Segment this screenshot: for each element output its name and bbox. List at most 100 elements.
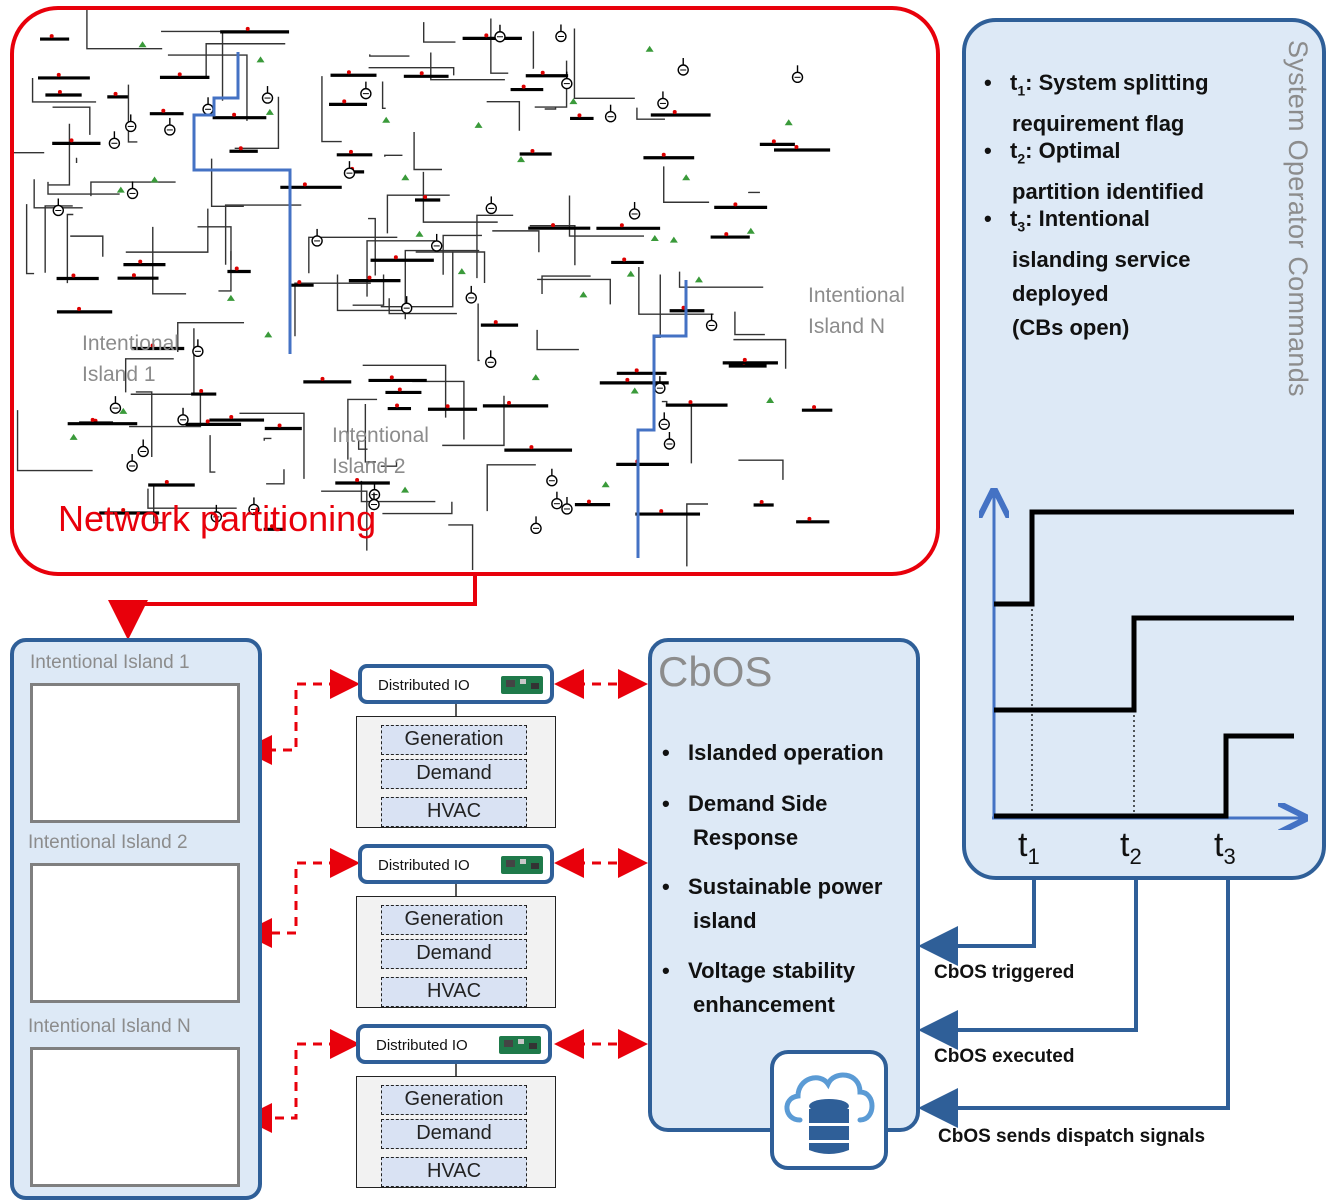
network-line [90, 181, 176, 197]
breaker-marker [794, 145, 799, 150]
network-line [386, 194, 450, 234]
cloud-database-box [770, 1050, 888, 1170]
network-line [748, 191, 760, 194]
breaker-marker [113, 91, 118, 96]
network-line [529, 225, 576, 266]
circuit-board-icon [501, 676, 543, 694]
flow-marker [645, 45, 654, 52]
flow-marker [401, 174, 410, 181]
partition-line-1 [192, 52, 292, 354]
breaker-marker [131, 273, 136, 278]
network-line [352, 274, 385, 306]
breaker-marker [245, 26, 250, 31]
command-t3: • t3: Intentional islanding service depl… [984, 206, 1191, 341]
flow-marker [531, 374, 540, 381]
breaker-marker [540, 70, 545, 75]
module-demand: Demand [381, 939, 527, 969]
breaker-marker [423, 194, 428, 199]
flow-marker [69, 433, 78, 440]
breaker-marker [121, 507, 126, 512]
flow-marker [401, 486, 410, 493]
breaker-marker [493, 320, 498, 325]
network-line [177, 322, 245, 352]
partition-line-n [636, 280, 688, 558]
breaker-marker [507, 400, 512, 405]
network-line [423, 22, 456, 43]
timing-chart [962, 480, 1326, 830]
network-line [368, 217, 376, 276]
bullet: • [984, 70, 992, 95]
flow-marker [601, 481, 610, 488]
distributed-io-1: Distributed IO [358, 664, 554, 704]
breaker-marker [346, 70, 351, 75]
network-line [541, 275, 591, 294]
flow-marker [682, 174, 691, 181]
network-line [734, 311, 765, 336]
breaker-marker [759, 499, 764, 504]
breaker-marker [688, 400, 693, 405]
breaker-marker [672, 110, 677, 115]
label-cbos-executed: CbOS executed [934, 1046, 1075, 1067]
microgrid-diagram-2 [30, 863, 240, 1003]
network-line [224, 204, 302, 265]
network-line [347, 398, 378, 460]
breaker-marker [57, 89, 62, 94]
breaker-marker [56, 72, 61, 77]
cloud-database-icon [784, 1072, 875, 1154]
breaker-marker [724, 232, 729, 237]
network-line [294, 282, 371, 337]
breaker-marker [389, 375, 394, 380]
network-line [422, 171, 498, 223]
breaker-marker [395, 403, 400, 408]
module-generation: Generation [381, 725, 527, 755]
breaker-marker [530, 149, 535, 154]
network-line [413, 131, 442, 171]
flow-marker [630, 387, 639, 394]
flow-marker [474, 121, 483, 128]
t1-label: t1 [1018, 826, 1040, 869]
network-line [477, 303, 480, 362]
breaker-marker [577, 113, 582, 118]
breaker-marker [445, 404, 450, 409]
flow-marker [766, 396, 775, 403]
label-cbos-dispatch: CbOS sends dispatch signals [938, 1126, 1206, 1147]
circuit-board-icon [499, 1036, 541, 1054]
flow-marker [457, 268, 466, 275]
intentional-island-2-label: Intentional Island 2 [332, 424, 429, 478]
module-hvac: HVAC [381, 977, 527, 1007]
cbos-item-sustainable: • Sustainable power island [662, 874, 883, 933]
network-line [308, 236, 398, 274]
system-operator-title: System Operator Commands [1283, 40, 1313, 397]
flow-marker [694, 276, 703, 283]
network-line [33, 179, 83, 209]
network-line [430, 52, 505, 81]
breaker-marker [150, 343, 155, 348]
breaker-marker [277, 423, 282, 428]
network-line [384, 154, 403, 157]
network-line [47, 181, 120, 195]
island-1-title: Intentional Island 1 [30, 652, 190, 673]
network-line [266, 469, 285, 485]
network-line [536, 329, 579, 351]
distributed-io-label: Distributed IO [378, 857, 470, 874]
breaker-marker [807, 516, 812, 521]
flow-marker [415, 230, 424, 237]
command-t2: • t2: Optimal partition identified [984, 138, 1204, 205]
network-line [663, 166, 710, 203]
flow-marker [138, 41, 147, 48]
network-line [738, 459, 784, 480]
network-line [638, 267, 714, 315]
flow-marker [150, 176, 159, 183]
cbos-item-voltage: • Voltage stability enhancement [662, 958, 856, 1017]
network-line [568, 195, 644, 237]
breaker-marker [812, 405, 817, 410]
network-line [362, 364, 447, 418]
network-line [382, 501, 453, 515]
network-line [476, 214, 514, 279]
network-line [686, 503, 709, 567]
network-partitioning-panel [10, 6, 940, 576]
network-line [263, 437, 272, 441]
module-demand: Demand [381, 1119, 527, 1149]
network-line [537, 278, 611, 305]
breaker-marker [71, 273, 76, 278]
